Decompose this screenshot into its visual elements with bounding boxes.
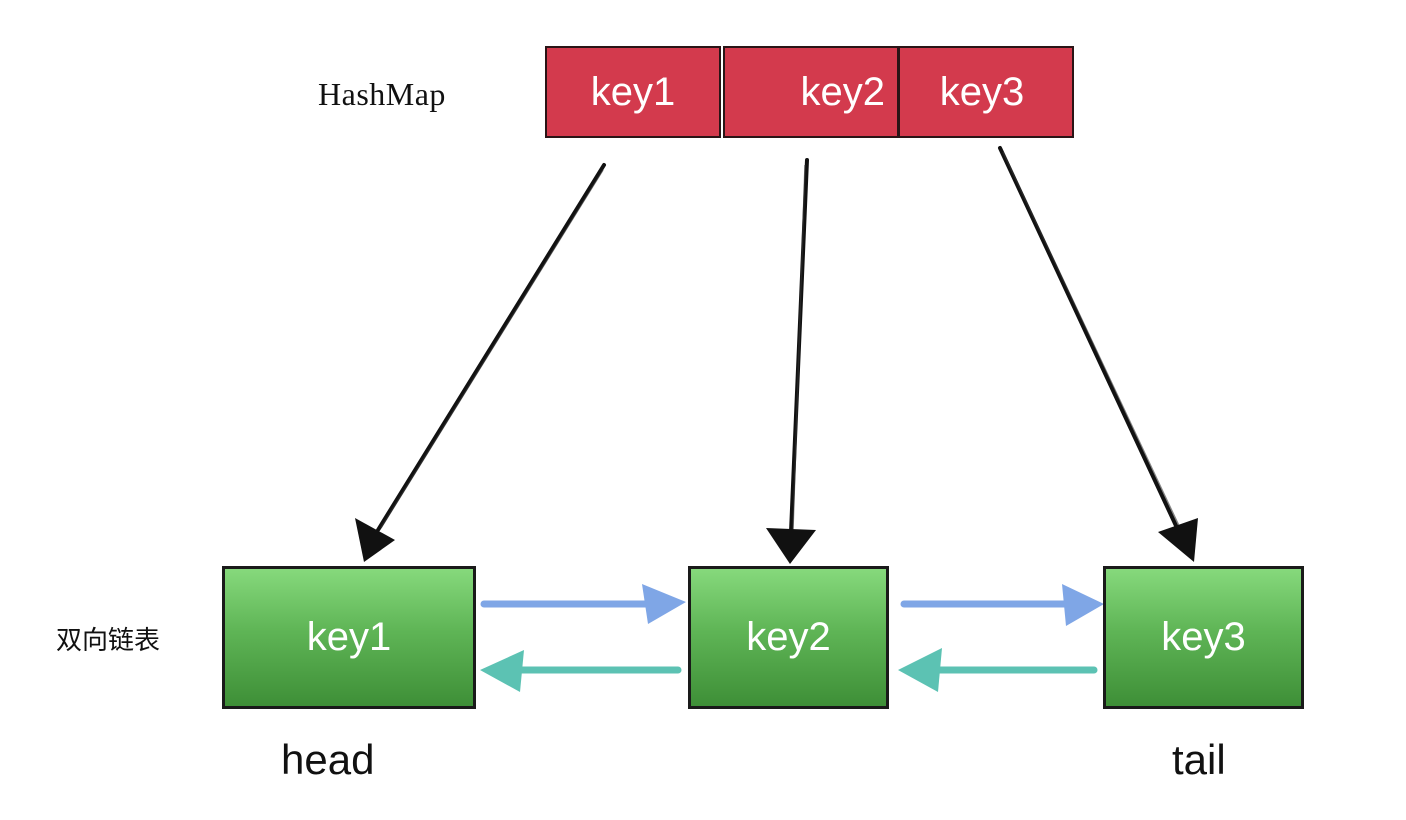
pointer-arrow-key2 [766, 158, 816, 564]
hashmap-cell-label: key3 [939, 69, 1025, 114]
list-node-key2: key2 [688, 566, 889, 709]
head-label: head [281, 736, 375, 783]
hashmap-cell-label: key2 [800, 69, 886, 114]
prev-arrow-3-to-2 [898, 648, 1098, 692]
hashmap-cell-key3: key3 [898, 46, 1074, 138]
list-node-label: key3 [1161, 615, 1246, 659]
hashmap-label: HashMap [318, 76, 446, 112]
next-arrow-1-to-2 [480, 584, 686, 624]
list-node-key1: key1 [222, 566, 476, 709]
prev-arrow-2-to-1 [480, 650, 682, 692]
hashmap-cell-label: key1 [590, 69, 676, 114]
pointer-arrow-key3 [998, 146, 1198, 562]
hashmap-cell-key2: key2 [723, 46, 899, 138]
next-arrow-2-to-3 [900, 584, 1104, 626]
list-node-label: key2 [746, 615, 831, 659]
pointer-arrow-key1 [355, 163, 606, 562]
tail-label: tail [1172, 736, 1226, 783]
linked-list-label: 双向链表 [56, 626, 161, 656]
list-node-label: key1 [306, 615, 392, 659]
hashmap-cell-key1: key1 [545, 46, 721, 138]
list-node-key3: key3 [1103, 566, 1304, 709]
